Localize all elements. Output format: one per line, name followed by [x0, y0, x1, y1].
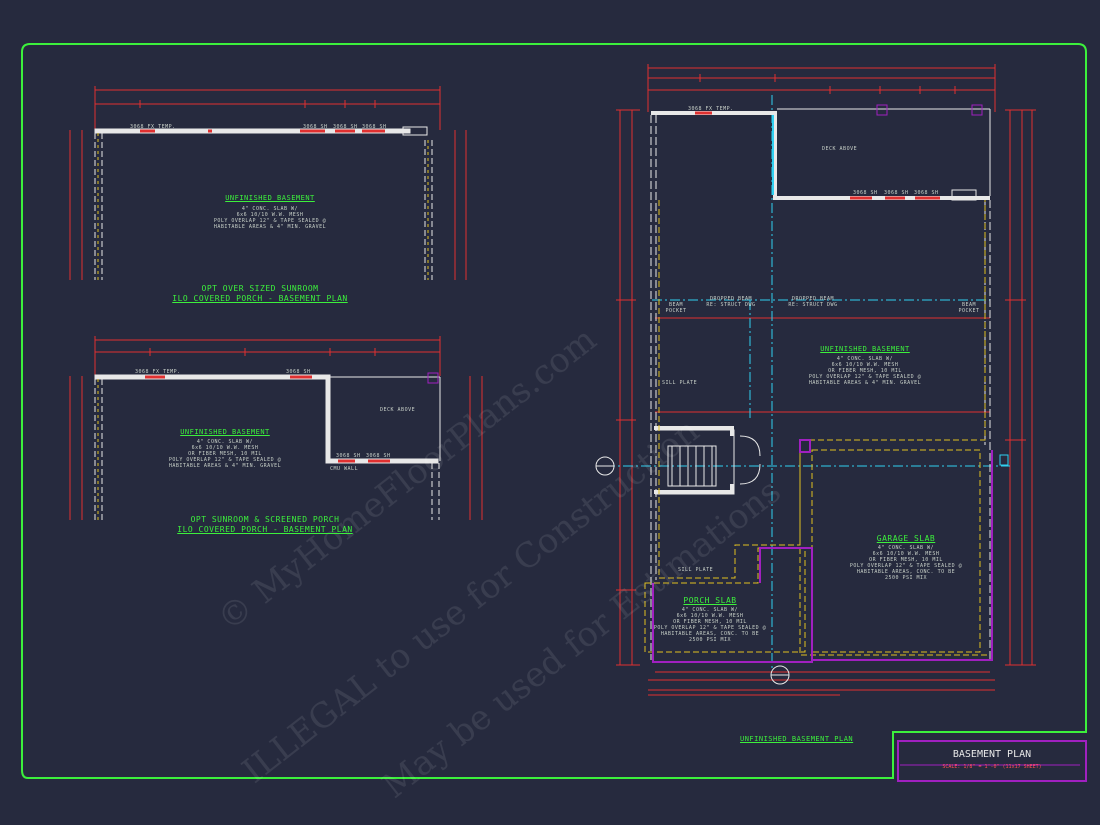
top-left-window-2: 3068 SH: [303, 124, 328, 130]
plan-top-left: [69, 86, 467, 280]
top-left-window-1: 3068 FX TEMP.: [130, 124, 176, 130]
porch-note-6: 2500 PSI MIX: [688, 637, 732, 643]
garage-note-3: OR FIBER MESH, 10 MIL: [869, 557, 943, 563]
garage-note-4: POLY OVERLAP 12" & TAPE SEALED @: [849, 563, 963, 569]
main-plan: [595, 64, 1036, 696]
sill-plate-2: SILL PLATE: [678, 567, 714, 573]
section-markers: [595, 456, 790, 685]
top-left-notes: 4" CONC. SLAB W/ 6x6 10/10 W.W. MESH POL…: [190, 206, 350, 230]
top-left-window-3: 3068 SH: [333, 124, 358, 130]
sill-plate-1: SILL PLATE: [662, 380, 698, 386]
bottom-left-window-2: 3068 SH: [286, 369, 311, 375]
main-basement-title: UNFINISHED BASEMENT: [820, 345, 910, 353]
top-left-note-3: POLY OVERLAP 12" & TAPE SEALED @: [213, 218, 327, 224]
beam-label-3: DROPPED BEAM RE: STRUCT DWG: [788, 296, 838, 308]
title-block: BASEMENT PLAN SCALE: 1/8" = 1'-0" (11x17…: [897, 740, 1087, 782]
main-window-2: 3068 SH: [853, 190, 878, 196]
porch-note-4: POLY OVERLAP 12" & TAPE SEALED @: [653, 625, 767, 631]
main-basement-note-1: 4" CONC. SLAB W/: [836, 356, 894, 362]
title-block-title: BASEMENT PLAN: [952, 749, 1032, 760]
top-left-walls: [94, 126, 433, 280]
garage-note-6: 2500 PSI MIX: [884, 575, 928, 581]
title-block-scale: SCALE: 1/8" = 1'-0" (11x17 SHEET): [942, 764, 1042, 770]
main-basement-notes: 4" CONC. SLAB W/ 6x6 10/10 W.W. MESH OR …: [785, 356, 945, 386]
top-left-caption-2: ILO COVERED PORCH - BASEMENT PLAN: [172, 294, 348, 303]
top-left-title: UNFINISHED BASEMENT: [225, 194, 315, 202]
main-deck-label: DECK ABOVE: [822, 146, 858, 152]
main-window-1: 3068 FX TEMP.: [688, 106, 734, 112]
porch-note-3: OR FIBER MESH, 10 MIL: [673, 619, 747, 625]
garage-note-1: 4" CONC. SLAB W/: [877, 545, 935, 551]
main-window-3: 3068 SH: [884, 190, 909, 196]
main-window-4: 3068 SH: [914, 190, 939, 196]
bottom-left-caption-1: OPT SUNROOM & SCREENED PORCH: [190, 515, 340, 524]
porch-title: PORCH SLAB: [683, 596, 737, 605]
plan-bottom-left: [69, 336, 483, 520]
top-left-note-4: HABITABLE AREAS & 4" MIN. GRAVEL: [213, 224, 327, 230]
sheet-caption: UNFINISHED BASEMENT PLAN: [740, 735, 854, 743]
garage-notes: 4" CONC. SLAB W/ 6x6 10/10 W.W. MESH OR …: [826, 545, 986, 581]
main-dimensions: [616, 64, 1036, 696]
top-left-window-4: 3068 SH: [362, 124, 387, 130]
bottom-left-window-3: 3068 SH: [336, 453, 361, 459]
bottom-left-dimensions: [69, 336, 483, 520]
main-windows: [695, 111, 940, 200]
bottom-left-windows: [145, 375, 390, 463]
bottom-left-window-1: 3068 FX TEMP.: [135, 369, 181, 375]
bottom-left-window-4: 3068 SH: [366, 453, 391, 459]
bottom-left-title: UNFINISHED BASEMENT: [180, 428, 270, 436]
top-left-caption: OPT OVER SIZED SUNROOM ILO COVERED PORCH…: [160, 284, 360, 304]
main-walls: [651, 111, 990, 494]
garage-note-5: HABITABLE AREAS, CONC. TO BE: [856, 569, 956, 575]
bottom-left-note-4: POLY OVERLAP 12" & TAPE SEALED @: [168, 457, 282, 463]
porch-note-5: HABITABLE AREAS, CONC. TO BE: [660, 631, 760, 637]
top-left-note-1: 4" CONC. SLAB W/: [241, 206, 299, 212]
sheet-border: [21, 43, 1087, 779]
beam-label-1: BEAM POCKET: [665, 302, 687, 314]
bottom-left-deck-label: DECK ABOVE: [380, 407, 416, 413]
main-basement-note-3: OR FIBER MESH, 10 MIL: [828, 368, 902, 374]
top-left-note-2: 6x6 10/10 W.W. MESH: [236, 212, 304, 218]
bottom-left-note-3: OR FIBER MESH, 10 MIL: [188, 451, 262, 457]
garage-title: GARAGE SLAB: [876, 534, 936, 543]
bottom-left-caption-2: ILO COVERED PORCH - BASEMENT PLAN: [177, 525, 353, 534]
beam-label-2: DROPPED BEAM RE: STRUCT DWG: [706, 296, 756, 308]
porch-note-2: 6x6 10/10 W.W. MESH: [676, 613, 744, 619]
purple-accents: [652, 439, 993, 663]
porch-note-1: 4" CONC. SLAB W/: [681, 607, 739, 613]
top-left-caption-1: OPT OVER SIZED SUNROOM: [201, 284, 319, 293]
main-basement-note-2: 6x6 10/10 W.W. MESH: [831, 362, 899, 368]
bottom-left-notes: 4" CONC. SLAB W/ 6x6 10/10 W.W. MESH OR …: [145, 439, 305, 469]
beam-label-4: BEAM POCKET: [958, 302, 980, 314]
top-left-dimensions: [69, 86, 467, 280]
bottom-left-note-1: 4" CONC. SLAB W/: [196, 439, 254, 445]
bottom-left-caption: OPT SUNROOM & SCREENED PORCH ILO COVERED…: [165, 515, 365, 535]
bottom-left-note-2: 6x6 10/10 W.W. MESH: [191, 445, 259, 451]
porch-notes: 4" CONC. SLAB W/ 6x6 10/10 W.W. MESH OR …: [640, 607, 780, 643]
main-basement-note-4: POLY OVERLAP 12" & TAPE SEALED @: [808, 374, 922, 380]
garage-note-2: 6x6 10/10 W.W. MESH: [872, 551, 940, 557]
bottom-left-cmu-label: CMU WALL: [330, 466, 359, 472]
main-basement-note-5: HABITABLE AREAS & 4" MIN. GRAVEL: [808, 380, 922, 386]
bottom-left-note-5: HABITABLE AREAS & 4" MIN. GRAVEL: [168, 463, 282, 469]
